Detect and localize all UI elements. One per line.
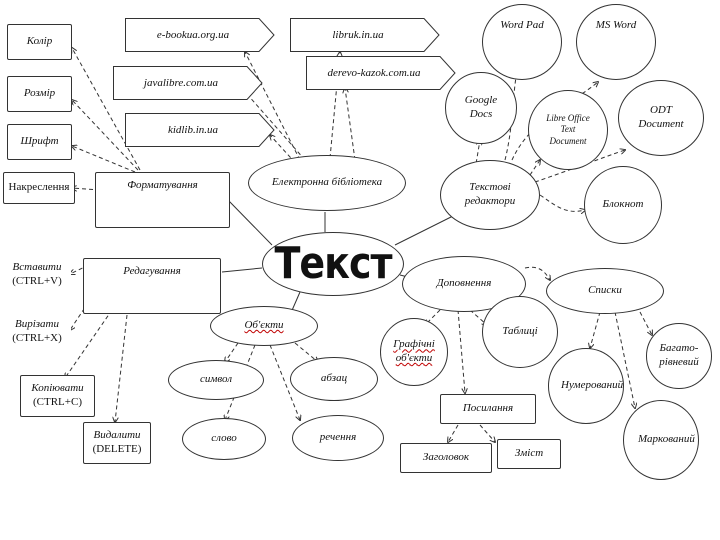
list-item-label: Маркований xyxy=(638,433,695,446)
site-label: derevo-kazok.com.ua xyxy=(327,67,421,79)
links-label: Посилання xyxy=(462,402,514,415)
library-label: Електронна бібліотека xyxy=(271,176,383,189)
additions-item-label: Таблиці xyxy=(502,325,538,338)
editor-item-label: ODT Document xyxy=(638,104,684,130)
library-node: Електронна бібліотека xyxy=(248,155,406,211)
additions-item: Графічні об'єкти xyxy=(380,318,448,386)
editing-item-label: Вирізати xyxy=(14,318,59,331)
links-item: Зміст xyxy=(497,439,561,469)
formatting-item-label: Колір xyxy=(26,35,53,48)
formatting-item-label: Розмір xyxy=(23,87,56,100)
site-tag: javalibre.com.ua xyxy=(113,66,263,100)
site-label: e-bookua.org.ua xyxy=(156,29,230,41)
editor-item: MS Word xyxy=(576,4,656,80)
editing-item-shortcut: (CTRL+C) xyxy=(33,396,82,408)
site-tag: derevo-kazok.com.ua xyxy=(306,56,456,90)
center-label: Текст xyxy=(274,237,392,289)
formatting-item-label: Накреслення xyxy=(8,181,70,194)
editing-item-shortcut: (CTRL+V) xyxy=(12,275,62,287)
formatting-item-label: Шрифт xyxy=(20,135,59,148)
object-item: символ xyxy=(168,360,264,400)
additions-item: Таблиці xyxy=(482,296,558,368)
editing-item: Вставити (CTRL+V) xyxy=(3,255,71,295)
center-node: Текст xyxy=(262,232,404,296)
lists-label: Списки xyxy=(588,284,622,297)
site-tag: e-bookua.org.ua xyxy=(125,18,275,52)
lists-node: Списки xyxy=(546,268,664,314)
editors-node: Текстові редактори xyxy=(440,160,540,230)
editor-item: Word Pad xyxy=(482,4,562,80)
links-item-label: Зміст xyxy=(514,447,544,460)
editor-item-label: Google Docs xyxy=(464,94,498,120)
editor-item-label: Word Pad xyxy=(500,19,544,31)
editor-item: Libre Office Text Document xyxy=(528,90,608,170)
editing-item-shortcut: (DELETE) xyxy=(92,443,142,455)
editing-item: Видалити (DELETE) xyxy=(83,422,151,464)
list-item-label: Нумерований xyxy=(561,379,624,392)
site-tag: libruk.in.ua xyxy=(290,18,440,52)
editing-item-shortcut: (CTRL+X) xyxy=(12,332,62,344)
object-item-label: абзац xyxy=(320,372,348,385)
links-item-label: Заголовок xyxy=(422,451,470,464)
links-node: Посилання xyxy=(440,394,536,424)
editing-label: Редагування xyxy=(123,265,181,277)
object-item-label: речення xyxy=(319,431,357,444)
list-item-label: Багато-рівневий xyxy=(659,342,699,368)
editing-item-label: Копіювати xyxy=(31,382,84,395)
object-item-label: символ xyxy=(199,373,233,386)
object-item-label: слово xyxy=(211,432,237,445)
object-item: речення xyxy=(292,415,384,461)
editor-item: Блокнот xyxy=(584,166,662,244)
site-tag: kidlib.in.ua xyxy=(125,113,275,147)
editor-item-label: MS Word xyxy=(595,19,637,31)
objects-label: Об'єкти xyxy=(244,319,284,332)
additions-label: Доповнення xyxy=(436,277,492,290)
formatting-label: Форматування xyxy=(127,179,198,191)
links-item: Заголовок xyxy=(400,443,492,473)
site-label: libruk.in.ua xyxy=(332,29,384,41)
list-item: Маркований xyxy=(623,400,699,480)
editor-item-label: Libre Office Text Document xyxy=(546,113,590,146)
site-label: kidlib.in.ua xyxy=(167,124,219,136)
editing-item-label: Видалити xyxy=(93,429,141,442)
editing-item-label: Вставити xyxy=(12,261,62,274)
editor-item: ODT Document xyxy=(618,80,704,156)
site-label: javalibre.com.ua xyxy=(143,77,219,89)
object-item: абзац xyxy=(290,357,378,401)
formatting-item: Розмір xyxy=(7,76,72,112)
editing-item: Копіювати (CTRL+C) xyxy=(20,375,95,417)
editor-item: Google Docs xyxy=(445,72,517,144)
formatting-item: Накреслення xyxy=(3,172,75,204)
formatting-node: Форматування xyxy=(95,172,230,228)
editing-item: Вирізати (CTRL+X) xyxy=(3,312,71,352)
list-item: Нумерований xyxy=(548,348,624,424)
editing-node: Редагування xyxy=(83,258,221,314)
list-item: Багато-рівневий xyxy=(646,323,712,389)
objects-node: Об'єкти xyxy=(210,306,318,346)
formatting-item: Колір xyxy=(7,24,72,60)
formatting-item: Шрифт xyxy=(7,124,72,160)
additions-item-label: Графічні об'єкти xyxy=(393,338,435,364)
editor-item-label: Блокнот xyxy=(602,198,644,211)
object-item: слово xyxy=(182,418,266,460)
editors-label: Текстові редактори xyxy=(464,181,516,207)
